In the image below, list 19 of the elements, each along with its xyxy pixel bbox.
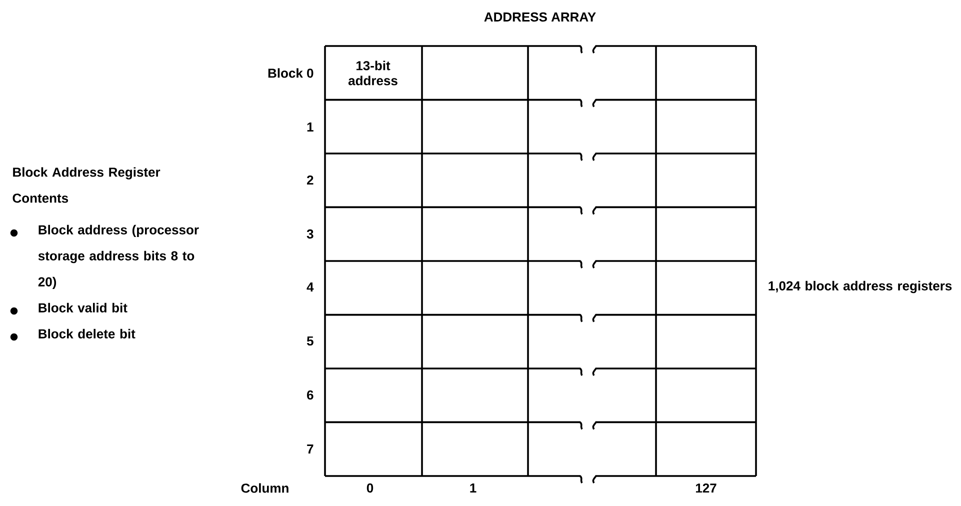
bullet-item: Block valid bit <box>10 302 128 315</box>
bullet-item: Block delete bit <box>10 328 136 341</box>
row-label: 5 <box>306 336 314 346</box>
column-label: 0 <box>366 483 374 493</box>
row-label: 6 <box>307 390 314 400</box>
row-label: 1 <box>307 122 314 132</box>
side-heading: Block Address Register Contents <box>12 167 160 203</box>
column-label: 1 <box>470 484 476 492</box>
row-label: 3 <box>306 229 314 239</box>
row-label: 2 <box>307 175 314 185</box>
row-label: 4 <box>306 282 314 292</box>
column-label: 127 <box>696 483 716 493</box>
cell-text: 13-bit address <box>348 60 398 86</box>
note-text: 1,024 block address registers <box>768 280 952 294</box>
bullet-item: Block address (processor storage address bits 8 to 20) <box>10 224 199 290</box>
row-label: Block 0 <box>268 68 314 78</box>
row-label: 7 <box>307 444 314 454</box>
column-label: Column <box>241 483 288 493</box>
title: ADDRESS ARRAY <box>484 12 596 22</box>
